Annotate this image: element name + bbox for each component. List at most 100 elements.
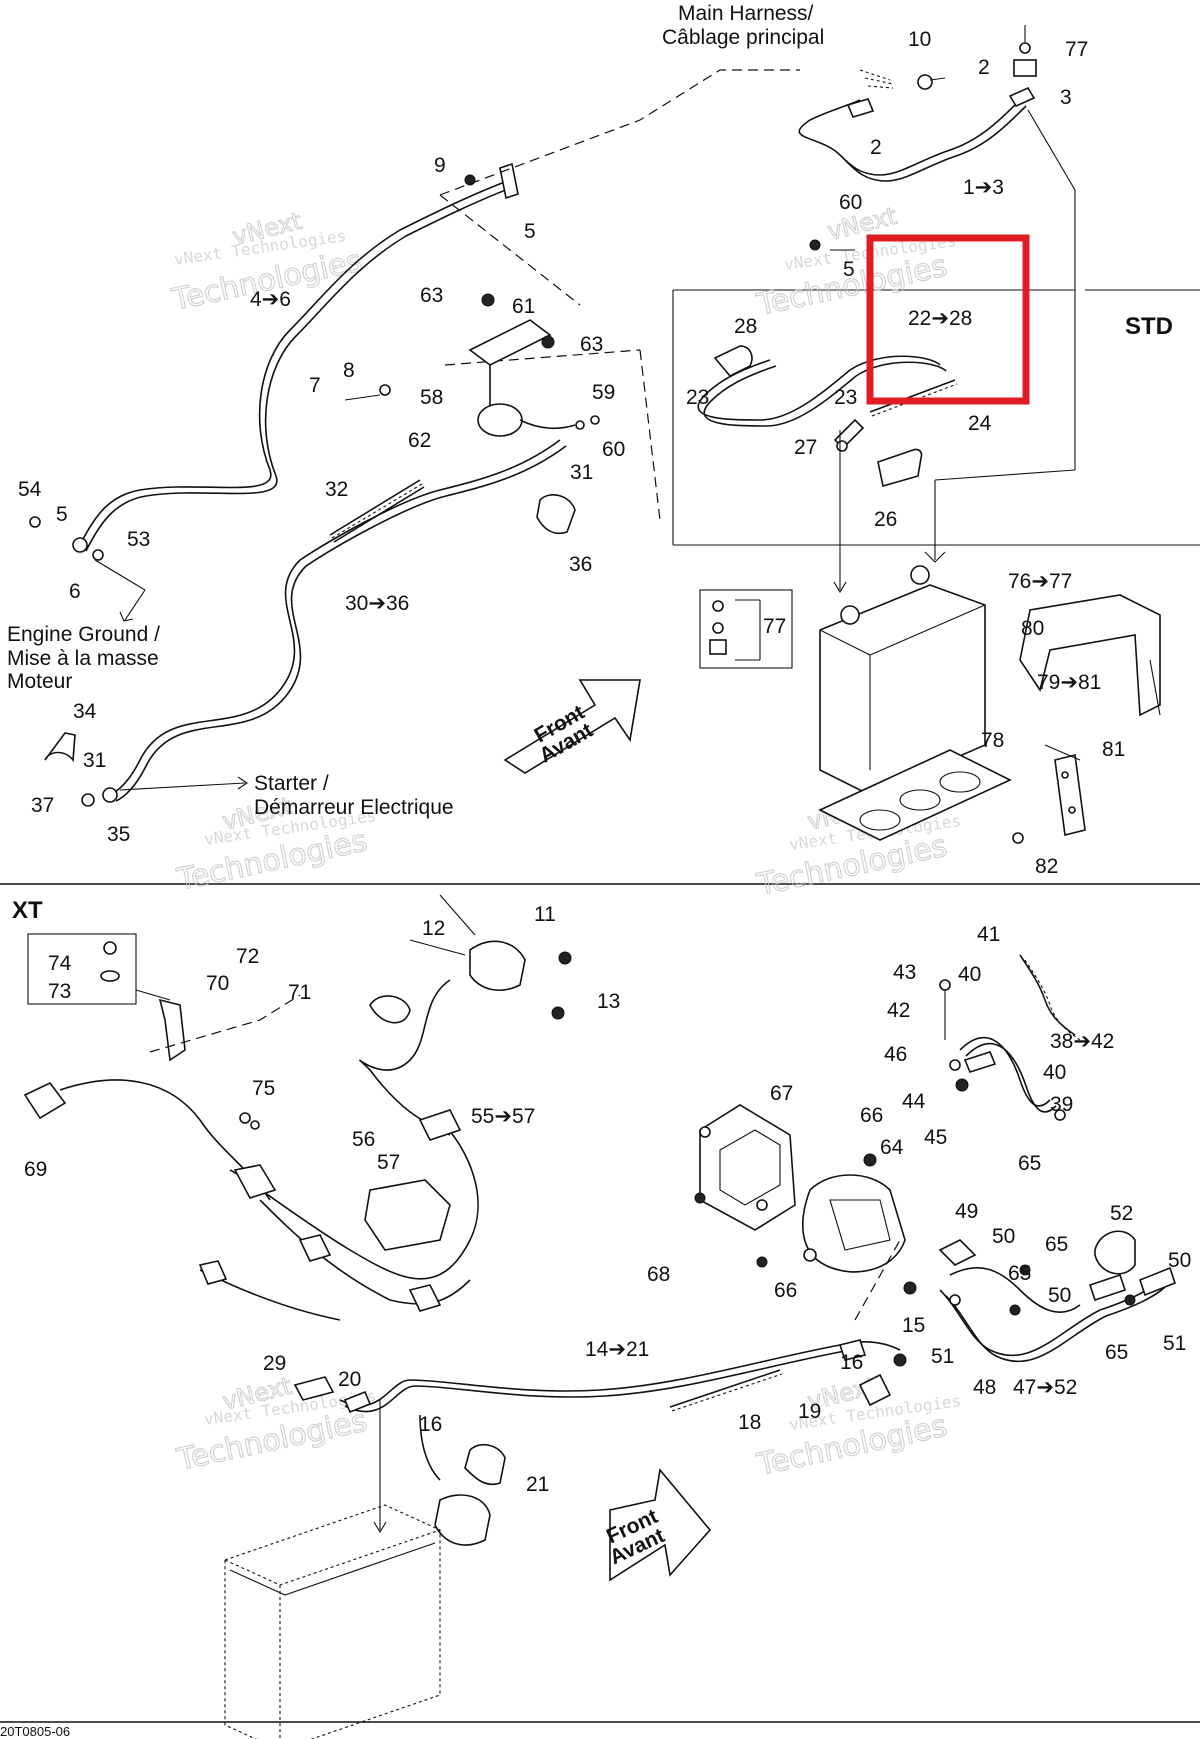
- callout-18: 18: [738, 1411, 761, 1434]
- starter-en: Starter /: [254, 772, 329, 795]
- callout-8: 8: [343, 359, 355, 382]
- callout-64: 64: [880, 1136, 904, 1159]
- callout-65-upper: 65: [1045, 1233, 1068, 1256]
- callout-72: 72: [236, 945, 259, 968]
- std-battery-cable-drawing: [697, 239, 958, 594]
- callout-66-bottom: 66: [774, 1279, 797, 1302]
- callout-5-top: 5: [524, 220, 536, 243]
- callout-60-right: 60: [839, 191, 862, 214]
- callout-47-52: 47➔52: [1013, 1376, 1077, 1399]
- callout-27: 27: [794, 436, 817, 459]
- callout-44: 44: [902, 1090, 926, 1113]
- xt-battery-drawing: [224, 1504, 441, 1739]
- callout-23-right: 23: [834, 386, 857, 409]
- callout-59: 59: [592, 381, 615, 404]
- callout-2-right: 2: [978, 56, 990, 79]
- callout-68: 68: [647, 1263, 670, 1286]
- front-arrow-lower: Front Avant: [603, 1468, 712, 1582]
- section-std: STD: [1125, 313, 1173, 340]
- xt-starter-cable-drawing: [293, 1339, 907, 1546]
- callout-65-mid: 65: [1008, 1262, 1031, 1285]
- callout-61: 61: [512, 295, 535, 318]
- callout-28: 28: [734, 315, 757, 338]
- callout-54: 54: [18, 478, 42, 501]
- callout-19: 19: [798, 1400, 821, 1423]
- callout-46: 46: [884, 1043, 907, 1066]
- callout-50-mid: 50: [1048, 1284, 1071, 1307]
- callout-16-top: 16: [840, 1351, 863, 1374]
- callout-labels: Main Harness/ Câblage principal 10 77 2 …: [7, 2, 1191, 1496]
- callout-5-left: 5: [56, 503, 68, 526]
- callout-45: 45: [924, 1126, 947, 1149]
- callout-38-42: 38➔42: [1050, 1030, 1114, 1053]
- section-xt: XT: [12, 897, 43, 924]
- callout-21: 21: [526, 1473, 549, 1496]
- starter-cable-drawing: [29, 439, 576, 807]
- callout-53: 53: [127, 528, 150, 551]
- callout-9: 9: [434, 154, 446, 177]
- callout-48: 48: [973, 1376, 996, 1399]
- callout-57: 57: [377, 1151, 400, 1174]
- callout-78: 78: [981, 729, 1004, 752]
- highlight-box: [866, 234, 1030, 405]
- engine-ground-moteur: Moteur: [7, 670, 72, 693]
- callout-63-right: 63: [580, 333, 603, 356]
- callout-1-3: 1➔3: [963, 176, 1004, 199]
- callout-62: 62: [408, 429, 431, 452]
- callout-14-21: 14➔21: [585, 1338, 649, 1361]
- callout-58: 58: [420, 386, 443, 409]
- callout-75: 75: [252, 1077, 275, 1100]
- callout-70: 70: [206, 972, 229, 995]
- callout-16-bottom: 16: [419, 1413, 442, 1436]
- callout-80: 80: [1021, 617, 1044, 640]
- callout-36: 36: [569, 553, 592, 576]
- callout-50-top: 50: [992, 1225, 1015, 1248]
- callout-67: 67: [770, 1082, 793, 1105]
- callout-31-top: 31: [570, 461, 593, 484]
- callout-24: 24: [968, 412, 992, 435]
- engine-ground-fr: Mise à la masse: [7, 647, 159, 670]
- callout-41: 41: [977, 923, 1000, 946]
- callout-11: 11: [534, 903, 556, 926]
- callout-13: 13: [597, 990, 620, 1013]
- callout-31-bottom: 31: [83, 749, 106, 772]
- callout-29: 29: [263, 1352, 286, 1375]
- section-dividers: [0, 289, 1200, 1723]
- callout-4-6: 4➔6: [250, 288, 291, 311]
- front-arrow-upper: Front Avant: [503, 679, 641, 774]
- callout-40-top: 40: [958, 963, 981, 986]
- callout-82: 82: [1035, 855, 1058, 878]
- drawing-code: 20T0805-06: [0, 1724, 70, 1739]
- callout-30-36: 30➔36: [345, 592, 409, 615]
- relay-bracket-drawing: [344, 293, 600, 437]
- starter-fr: Démarreur Electrique: [254, 796, 454, 819]
- callout-15: 15: [902, 1314, 925, 1337]
- callout-56: 56: [352, 1128, 375, 1151]
- callout-20: 20: [338, 1368, 361, 1391]
- callout-81: 81: [1102, 738, 1125, 761]
- main-ground-cable-drawing: [72, 25, 1076, 563]
- std-battery-drawing: [699, 565, 1161, 844]
- callout-main-harness-en: Main Harness/: [678, 2, 814, 25]
- callout-77-box: 77: [763, 615, 786, 638]
- callout-40-bottom: 40: [1043, 1061, 1066, 1084]
- callout-55-57: 55➔57: [471, 1105, 535, 1128]
- callout-22-28: 22➔28: [908, 307, 972, 330]
- callout-23-left: 23: [686, 386, 709, 409]
- callout-63-left: 63: [420, 284, 443, 307]
- callout-49: 49: [955, 1200, 978, 1223]
- callout-5-right: 5: [843, 258, 855, 281]
- callout-32: 32: [325, 478, 348, 501]
- callout-76-77: 76➔77: [1008, 570, 1072, 593]
- callout-73: 73: [48, 980, 71, 1003]
- callout-51-left: 51: [931, 1345, 954, 1368]
- callout-66-top: 66: [860, 1104, 883, 1127]
- callout-77-top: 77: [1065, 38, 1088, 61]
- callout-79-81: 79➔81: [1037, 671, 1101, 694]
- callout-7: 7: [309, 374, 321, 397]
- callout-65-right: 65: [1018, 1152, 1041, 1175]
- callout-65-lower: 65: [1105, 1341, 1128, 1364]
- callout-34: 34: [73, 700, 97, 723]
